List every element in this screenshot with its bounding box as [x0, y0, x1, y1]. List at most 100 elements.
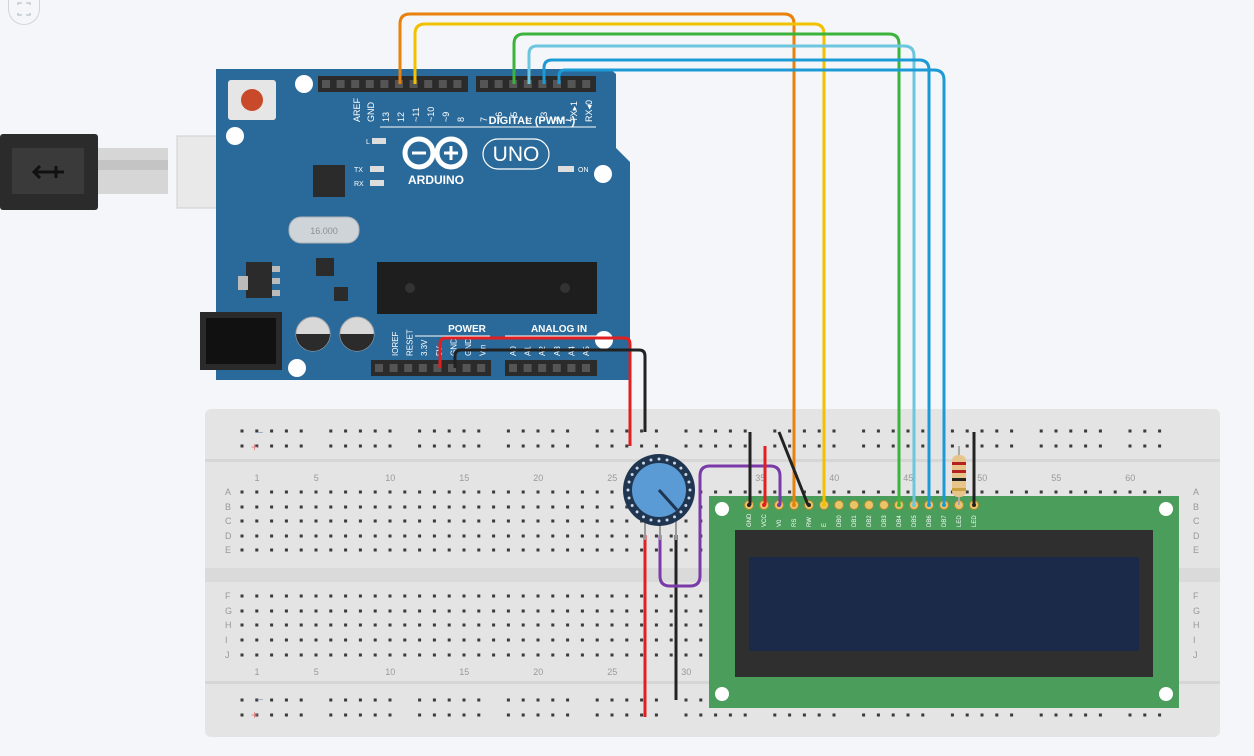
lcd-pin-label: GND [747, 513, 753, 527]
column-number: 60 [1125, 473, 1135, 483]
digital-pin-label: ~5 [509, 112, 519, 122]
wires[interactable] [398, 12, 976, 717]
analog-in-label: ANALOG IN [531, 324, 587, 335]
lcd-pin-label: DB4 [897, 515, 903, 527]
lcd-pin-label: RW [807, 517, 813, 527]
arduino-wordmark: ARDUINO [408, 173, 464, 187]
wire-5v-red [438, 336, 632, 446]
led-l-label: L [366, 139, 370, 146]
row-letter: E [225, 545, 231, 555]
wire-gnd-black [453, 348, 647, 432]
column-number: 25 [607, 667, 617, 677]
lcd-pin-label: V0 [777, 519, 783, 527]
column-number: 25 [607, 473, 617, 483]
led-tx-label: TX [354, 167, 363, 174]
wire-db6-blue [542, 58, 931, 505]
row-letter: G [225, 606, 232, 616]
lcd-pin-label: DB7 [942, 515, 948, 527]
power-label: POWER [448, 324, 487, 335]
lcd-pin[interactable] [879, 500, 889, 510]
crystal-label: 16.000 [310, 226, 338, 236]
digital-header-right [476, 76, 596, 92]
column-number: 15 [459, 667, 469, 677]
column-number: 20 [533, 667, 543, 677]
row-letter: H [1193, 620, 1200, 630]
column-number: 35 [755, 473, 765, 483]
column-number: 50 [977, 473, 987, 483]
lcd-pin-label: LED [957, 515, 963, 527]
column-number: 30 [681, 667, 691, 677]
digital-pin-label: RX◂0 [584, 100, 594, 122]
digital-pin-label: 2 [554, 117, 564, 122]
lcd-pin[interactable] [834, 500, 844, 510]
row-letter: C [225, 516, 232, 526]
lcd-pin[interactable] [849, 500, 859, 510]
digital-pin-label: ~9 [441, 112, 451, 122]
lcd-pin-label: VCC [762, 514, 768, 527]
row-letter: J [225, 650, 230, 660]
row-letter: B [225, 502, 231, 512]
row-letter: F [225, 591, 231, 601]
power-pin-label: GND [449, 338, 458, 356]
digital-header-label: DIGITAL (PWM~) [489, 115, 576, 127]
row-letter: F [1193, 591, 1199, 601]
potentiometer[interactable] [623, 454, 695, 540]
digital-pin-label: 4 [524, 117, 534, 122]
fit-to-view-button[interactable] [8, 0, 40, 25]
lcd-pin-label: DB5 [912, 515, 918, 527]
lcd-pin-label: DB3 [882, 515, 888, 527]
resistor[interactable] [952, 446, 966, 505]
digital-pin-label: 12 [396, 112, 406, 122]
row-letter: D [1193, 531, 1200, 541]
wire-db4-green [512, 32, 901, 505]
uno-label: UNO [493, 143, 540, 166]
rail-plus-bottom: + [251, 708, 258, 722]
column-number: 55 [1051, 473, 1061, 483]
column-number: 15 [459, 473, 469, 483]
row-letter: D [225, 531, 232, 541]
lcd-pin-label: DB6 [927, 515, 933, 527]
digital-pin-label: TX▸1 [569, 101, 579, 122]
row-letter: A [225, 487, 231, 497]
column-number: 45 [903, 473, 913, 483]
digital-pin-label: ~6 [494, 112, 504, 122]
wire-e-yellow [413, 22, 826, 505]
arduino-logo [402, 136, 468, 170]
column-number: 40 [829, 473, 839, 483]
wire-db5-lightblue [527, 44, 916, 505]
lcd-pin-label: DB1 [852, 515, 858, 527]
fit-to-view-icon [17, 2, 31, 16]
column-number: 5 [314, 473, 319, 483]
row-letter: C [1193, 516, 1200, 526]
power-header [371, 360, 491, 376]
rail-minus-top: − [257, 427, 263, 439]
rail-minus-bottom: − [257, 694, 263, 706]
lcd-pin[interactable] [864, 500, 874, 510]
digital-pin-label: ~10 [426, 107, 436, 122]
wire-v0-purple [658, 464, 782, 588]
lcd-pin-label: DB2 [867, 515, 873, 527]
wire-rw-gnd [777, 431, 810, 506]
led-rx-label: RX [354, 181, 364, 188]
column-number: 1 [254, 473, 259, 483]
wire-db7-blue [557, 68, 946, 505]
row-letter: I [225, 635, 228, 645]
lcd-pin-label: RS [792, 519, 798, 527]
power-pin-label: RESET [406, 329, 415, 356]
column-number: 1 [254, 667, 259, 677]
lcd-screen [749, 557, 1139, 651]
row-letter: G [1193, 606, 1200, 616]
row-letter: H [225, 620, 232, 630]
digital-pin-label: ~3 [539, 112, 549, 122]
digital-pin-label: 8 [456, 117, 466, 122]
led-on-label: ON [578, 167, 589, 174]
column-number: 20 [533, 473, 543, 483]
row-letter: A [1193, 487, 1199, 497]
lcd-pin-label: LED [972, 515, 978, 527]
column-number: 10 [385, 473, 395, 483]
digital-pin-label: GND [366, 102, 376, 123]
lcd-pin-label: DB0 [837, 515, 843, 527]
